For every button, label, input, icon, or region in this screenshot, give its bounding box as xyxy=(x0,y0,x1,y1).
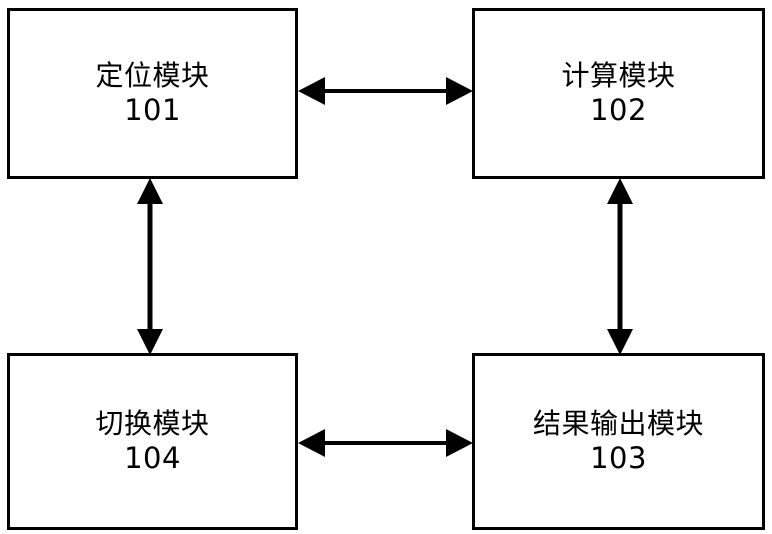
module-box-result-output[interactable]: 结果输出模块 103 xyxy=(472,353,765,530)
module-title: 切换模块 xyxy=(95,406,210,440)
module-number: 102 xyxy=(590,92,647,127)
arrowhead-up-icon xyxy=(137,178,163,204)
module-title: 结果输出模块 xyxy=(532,406,704,440)
arrowhead-left-icon xyxy=(298,429,325,457)
module-number: 103 xyxy=(590,440,647,475)
module-number: 101 xyxy=(124,92,181,127)
module-number: 104 xyxy=(124,440,181,475)
arrowhead-right-icon xyxy=(446,429,473,457)
arrowhead-up-icon xyxy=(607,178,633,204)
connector-positioning-switching xyxy=(125,178,175,355)
arrowhead-down-icon xyxy=(137,329,163,355)
module-box-switching[interactable]: 切换模块 104 xyxy=(7,353,298,530)
arrowhead-down-icon xyxy=(607,329,633,355)
connector-switching-result xyxy=(298,418,473,468)
module-box-calculation[interactable]: 计算模块 102 xyxy=(472,8,765,179)
connector-positioning-calculation xyxy=(298,66,473,116)
arrowhead-right-icon xyxy=(446,77,473,105)
module-box-positioning[interactable]: 定位模块 101 xyxy=(7,8,298,179)
arrowhead-left-icon xyxy=(298,77,325,105)
connector-calculation-result xyxy=(595,178,645,355)
module-title: 计算模块 xyxy=(561,58,676,92)
module-title: 定位模块 xyxy=(95,58,210,92)
